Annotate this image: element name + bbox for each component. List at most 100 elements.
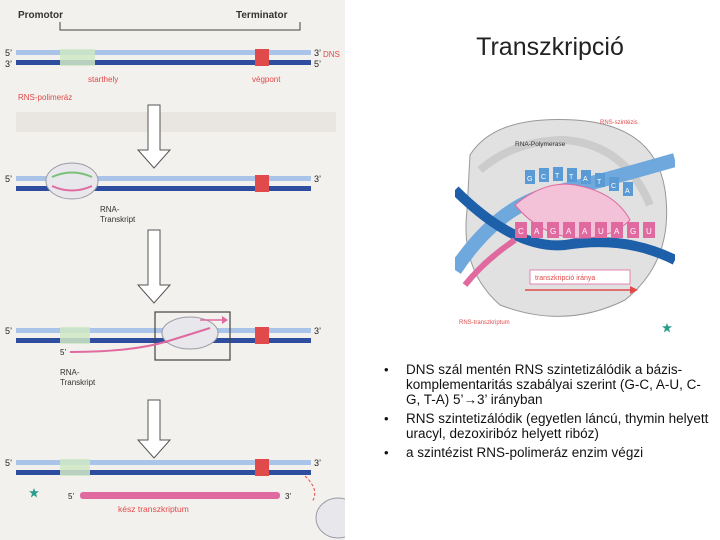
five-prime-label-3: 5’ [5,326,12,336]
rna-transcript-tail [462,237,517,287]
base-top-label-3: T [555,173,560,180]
rna-transcript-label-2a: RNA- [100,205,120,214]
focus-box [154,311,231,361]
rna-transcript-label-2b: Transkript [100,215,136,224]
base-top-1 [525,170,535,184]
bullet-item-3: • a szintézist RNS-polimeráz enzim végzi [380,445,710,460]
slide-title: Transzkripció [476,33,624,61]
terminator-region [255,49,269,66]
start-site-label: starthely [88,75,118,84]
dna-strand-bottom-3 [16,338,311,343]
base-top-8 [623,182,633,196]
three-prime-label-right: 3’ [314,48,321,58]
bullet-text-2: RNS szintetizálódik (egyetlen láncú, thy… [406,411,709,441]
finished-transcript-bar [80,492,280,499]
bullet-item-1: • DNS szál mentén RNS szintetizálódik a … [380,362,710,407]
base-mid-1 [515,222,527,238]
rns-synthesis-label: RNS-szintézis [600,120,638,126]
dna-strand-bottom-2 [16,186,311,191]
release-arrow [304,475,316,503]
dna-strand-bottom [16,60,311,65]
polymerase-bubble-3 [161,316,219,350]
dna-strand-top-4 [16,460,311,465]
polymerase-detail-figure: G C T T A T C A C A G A A U A G U RNA-Po… [455,110,675,330]
base-mid-label-2: A [534,227,540,236]
transcription-steps-figure: Promotor Terminator 5’ 3’ 3’ 5’ DNS star… [0,0,345,540]
five-prime-label-4: 5’ [5,458,12,468]
base-mid-2 [531,222,543,238]
five-prime-label-right: 5’ [314,59,321,69]
base-mid-label-8: G [630,227,636,236]
down-arrow-1 [136,104,172,169]
base-top-4 [567,168,577,182]
transcription-direction-arrow-head [630,286,638,294]
rna-strand-3 [69,327,211,353]
gene-bracket [59,22,301,31]
bullet-dot-icon: • [384,411,389,426]
base-mid-5 [579,222,591,238]
five-prime-label: 5’ [5,48,12,58]
base-top-7 [609,177,619,191]
base-mid-9 [643,222,655,238]
base-mid-8 [627,222,639,238]
base-top-2 [539,168,549,182]
base-mid-3 [547,222,559,238]
promoter-region [60,49,95,66]
bullet-item-2: • RNS szintetizálódik (egyetlen láncú, t… [380,411,710,441]
base-top-label-4: T [569,174,574,181]
three-prime-label: 3’ [5,59,12,69]
rna-polymerase-label: RNS-polimeráz [18,93,72,102]
base-top-label-7: C [611,183,616,190]
dna-helix-strand-2 [455,186,675,265]
base-top-5 [581,170,591,184]
figure-background [0,0,345,540]
down-arrow-3 [136,399,172,459]
base-mid-4 [563,222,575,238]
base-top-label-8: A [625,188,630,195]
base-mid-label-5: A [582,227,588,236]
bullet-text-3: a szintézist RNS-polimeráz enzim végzi [406,445,644,460]
faded-background-text [16,112,336,132]
base-mid-label-1: C [518,227,524,236]
promoter-region-3 [60,327,90,344]
rna-polymerase-detail-label: RNA-Polymerase [515,141,566,148]
transcription-direction-label: transzkripció iránya [535,275,595,282]
bullet-dot-icon: • [384,445,389,460]
bullet-text-1: DNS szál mentén RNS szintetizálódik a bá… [406,362,701,407]
bullet-list: • DNS szál mentén RNS szintetizálódik a … [380,362,710,464]
base-mid-7 [611,222,623,238]
terminator-region-3 [255,327,269,344]
base-mid-label-4: A [566,227,572,236]
base-mid-6 [595,222,607,238]
polymerase-bubble-2 [45,162,99,200]
base-mid-label-9: U [646,227,652,236]
teal-star-icon-right [662,323,672,333]
base-top-label-2: C [541,174,546,181]
promotor-label: Promotor [18,10,63,21]
down-arrow-2 [136,229,172,304]
rna-strand-2 [51,185,93,192]
rna-transcript-detail-label: RNS-transzkriptum [459,320,510,326]
three-prime-label-3: 3’ [314,326,321,336]
dna-strand-top-2 [16,176,311,181]
dna-strand-top [16,50,311,55]
base-top-label-5: A [583,176,588,183]
base-mid-label-3: G [550,227,556,236]
base-mid-label-6: U [598,227,604,236]
teal-star-icon-left [29,488,39,498]
direction-arrow-head-3 [222,316,228,324]
five-prime-label-2: 5’ [5,174,12,184]
five-prime-finished-label: 5’ [68,492,74,501]
direction-label-box [529,269,631,285]
finished-transcript-label: kész transzkriptum [118,504,189,514]
terminator-label: Terminator [236,10,288,21]
rna-transcript-label-3a: RNA- [60,368,80,377]
dna-strand-bottom-4 [16,470,311,475]
bullet-dot-icon: • [384,362,389,377]
five-prime-rna-label-3: 5’ [60,348,66,357]
three-prime-label-2: 3’ [314,174,321,184]
rna-start-2 [51,171,93,178]
promoter-region-4 [60,459,90,476]
base-mid-label-7: A [614,227,620,236]
base-top-6 [595,173,605,187]
